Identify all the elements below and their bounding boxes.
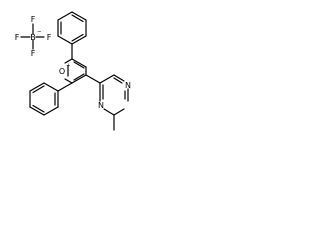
top-phenyl-bond-6 (71, 35, 87, 45)
bond-c2-o (64, 58, 73, 64)
atom-nitrogen-2: N (98, 101, 104, 110)
chemical-structure: B − F F F F O + (15, 11, 131, 131)
bottom-phenyl-double-2 (32, 104, 45, 113)
atom-fluorine-right: F (47, 33, 52, 42)
atom-fluorine-top: F (31, 15, 36, 24)
atom-oxygen: O (59, 67, 65, 76)
pyrimidine-bond-5 (103, 108, 115, 116)
pyrimidine-bond-1 (99, 74, 115, 84)
bottom-phenyl-bond-1 (43, 82, 59, 92)
boron-charge: − (37, 29, 42, 35)
bond-c4-c3 (71, 58, 87, 68)
pyrimidine-bond-4 (113, 108, 125, 116)
top-phenyl-bond-1 (57, 35, 73, 45)
atom-fluorine-left: F (15, 33, 20, 42)
bottom-phenyl-bond-2 (29, 82, 45, 92)
pyrimidine-double-1 (113, 77, 123, 84)
top-phenyl-ring (57, 11, 87, 60)
oxygen-charge: + (66, 63, 71, 69)
pyrylium-ring: O + (59, 58, 87, 84)
bond-c6-c5 (71, 74, 87, 84)
tetrafluoroborate-anion: B − F F F F (15, 15, 52, 58)
pyrimidine-ring: N N (85, 74, 131, 131)
top-phenyl-bond-4 (71, 11, 87, 21)
atom-boron: B (30, 33, 36, 42)
top-phenyl-double-3 (71, 33, 84, 42)
bottom-phenyl-double-1 (32, 85, 45, 94)
bond-c4-pyrimidine (85, 74, 101, 84)
bond-o-c6 (64, 78, 73, 84)
atom-fluorine-bottom: F (31, 49, 36, 58)
bottom-phenyl-bond-4 (29, 106, 45, 116)
bottom-phenyl-ring (29, 82, 73, 116)
top-phenyl-double-2 (71, 14, 84, 23)
bond-c5-c6-double (73, 73, 85, 81)
pyrimidine-bond-2 (113, 74, 125, 82)
bottom-phenyl-bond-5 (43, 106, 59, 116)
bond-c3-c4-double (73, 61, 85, 69)
bond-c6-phenyl-bottom (57, 82, 73, 92)
atom-nitrogen-1: N (125, 81, 131, 90)
top-phenyl-bond-3 (57, 11, 73, 21)
